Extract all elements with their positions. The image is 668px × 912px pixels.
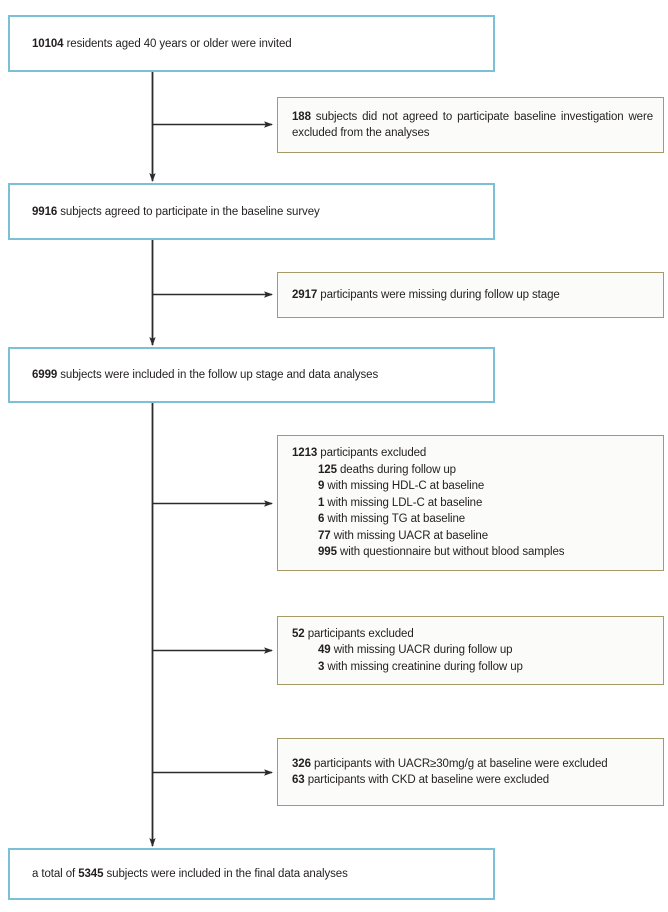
node-invited-count: 10104 — [32, 37, 64, 50]
list-item: 326 participants with UACR≥30mg/g at bas… — [292, 756, 653, 773]
node-final: a total of 5345 subjects were included i… — [8, 848, 495, 900]
node-exclusion-missing-followup-text: 2917 participants were missing during fo… — [278, 287, 663, 303]
node-exclusion-missing-followup-label: participants were missing during follow … — [317, 289, 560, 301]
exclusion-baseline-item-4-count: 77 — [318, 529, 331, 542]
exclusion-baseline-header-count: 1213 — [292, 447, 318, 460]
node-exclusion-baseline: 1213 participants excluded 125 deaths du… — [277, 435, 664, 571]
node-followup: 6999 subjects were included in the follo… — [8, 347, 495, 403]
exclusion-baseline-list: 1213 participants excluded 125 deaths du… — [292, 445, 653, 561]
exclusion-ckd-item-label: participants with CKD at baseline were e… — [304, 774, 550, 786]
node-exclusion-not-agreed-count: 188 — [292, 111, 311, 123]
node-exclusion-not-agreed: 188 subjects did not agreed to participa… — [277, 97, 664, 153]
list-item: 77 with missing UACR at baseline — [292, 528, 653, 545]
node-exclusion-not-agreed-label: subjects did not agreed to participate b… — [292, 111, 653, 139]
node-exclusion-missing-followup-count: 2917 — [292, 289, 318, 301]
exclusion-followup-item-1-label: with missing creatinine during follow up — [324, 660, 523, 673]
node-exclusion-followup-text: 52 participants excluded 49 with missing… — [278, 626, 663, 676]
node-final-text: a total of 5345 subjects were included i… — [10, 866, 348, 882]
list-item: 1 with missing LDL-C at baseline — [292, 495, 653, 512]
node-followup-label: subjects were included in the follow up … — [57, 369, 379, 381]
node-final-label: subjects were included in the final data… — [103, 868, 348, 880]
list-item: 49 with missing UACR during follow up — [292, 642, 653, 659]
exclusion-baseline-item-0-count: 125 — [318, 463, 337, 476]
exclusion-followup-item-1-count: 3 — [318, 660, 325, 673]
exclusion-followup-header-count: 52 — [292, 627, 305, 640]
node-agreed-count: 9916 — [32, 205, 58, 218]
node-invited: 10104 residents aged 40 years or older w… — [8, 15, 495, 72]
list-item: 125 deaths during follow up — [292, 462, 653, 479]
node-agreed: 9916 subjects agreed to participate in t… — [8, 183, 495, 240]
node-final-prefix: a total of — [32, 868, 79, 880]
exclusion-baseline-header-label: participants excluded — [317, 447, 427, 460]
node-exclusion-missing-followup: 2917 participants were missing during fo… — [277, 272, 664, 318]
node-exclusion-not-agreed-text: 188 subjects did not agreed to participa… — [278, 109, 663, 141]
exclusion-baseline-item-2-count: 1 — [318, 496, 325, 509]
exclusion-followup-header-label: participants excluded — [304, 627, 414, 640]
node-followup-count: 6999 — [32, 369, 58, 381]
node-exclusion-baseline-text: 1213 participants excluded 125 deaths du… — [278, 445, 663, 561]
node-followup-text: 6999 subjects were included in the follo… — [10, 367, 378, 383]
exclusion-ckd-item-count: 63 — [292, 774, 305, 786]
exclusion-uacr-ckd-list: 326 participants with UACR≥30mg/g at bas… — [292, 756, 653, 789]
list-item: 63 participants with CKD at baseline wer… — [292, 772, 653, 789]
exclusion-uacr-item-label: participants with UACR≥30mg/g at baselin… — [310, 757, 608, 770]
exclusion-uacr-item-count: 326 — [292, 757, 311, 770]
exclusion-baseline-item-1-label: with missing HDL-C at baseline — [324, 480, 485, 493]
exclusion-followup-item-0-count: 49 — [318, 644, 331, 657]
exclusion-baseline-item-4-label: with missing UACR at baseline — [330, 529, 489, 542]
list-item: 3 with missing creatinine during follow … — [292, 659, 653, 676]
node-exclusion-uacr-ckd-text: 326 participants with UACR≥30mg/g at bas… — [278, 756, 663, 789]
exclusion-baseline-item-0-label: deaths during follow up — [336, 463, 456, 476]
node-final-count: 5345 — [78, 868, 104, 880]
node-agreed-text: 9916 subjects agreed to participate in t… — [10, 204, 320, 220]
list-item: 9 with missing HDL-C at baseline — [292, 478, 653, 495]
exclusion-followup-item-0-label: with missing UACR during follow up — [330, 644, 513, 657]
node-agreed-label: subjects agreed to participate in the ba… — [57, 205, 320, 218]
node-exclusion-followup: 52 participants excluded 49 with missing… — [277, 616, 664, 685]
exclusion-baseline-item-3-label: with missing TG at baseline — [324, 513, 466, 526]
exclusion-baseline-item-2-label: with missing LDL-C at baseline — [324, 496, 483, 509]
list-item: 6 with missing TG at baseline — [292, 511, 653, 528]
list-item: 995 with questionnaire but without blood… — [292, 544, 653, 561]
exclusion-followup-list: 52 participants excluded 49 with missing… — [292, 626, 653, 676]
exclusion-baseline-header: 1213 participants excluded — [292, 445, 653, 462]
exclusion-baseline-item-1-count: 9 — [318, 480, 325, 493]
node-invited-text: 10104 residents aged 40 years or older w… — [10, 36, 292, 52]
exclusion-baseline-item-5-label: with questionnaire but without blood sam… — [336, 546, 565, 559]
exclusion-baseline-item-3-count: 6 — [318, 513, 325, 526]
node-exclusion-uacr-ckd: 326 participants with UACR≥30mg/g at bas… — [277, 738, 664, 806]
exclusion-baseline-item-5-count: 995 — [318, 546, 337, 559]
node-invited-label: residents aged 40 years or older were in… — [63, 37, 292, 50]
exclusion-followup-header: 52 participants excluded — [292, 626, 653, 643]
